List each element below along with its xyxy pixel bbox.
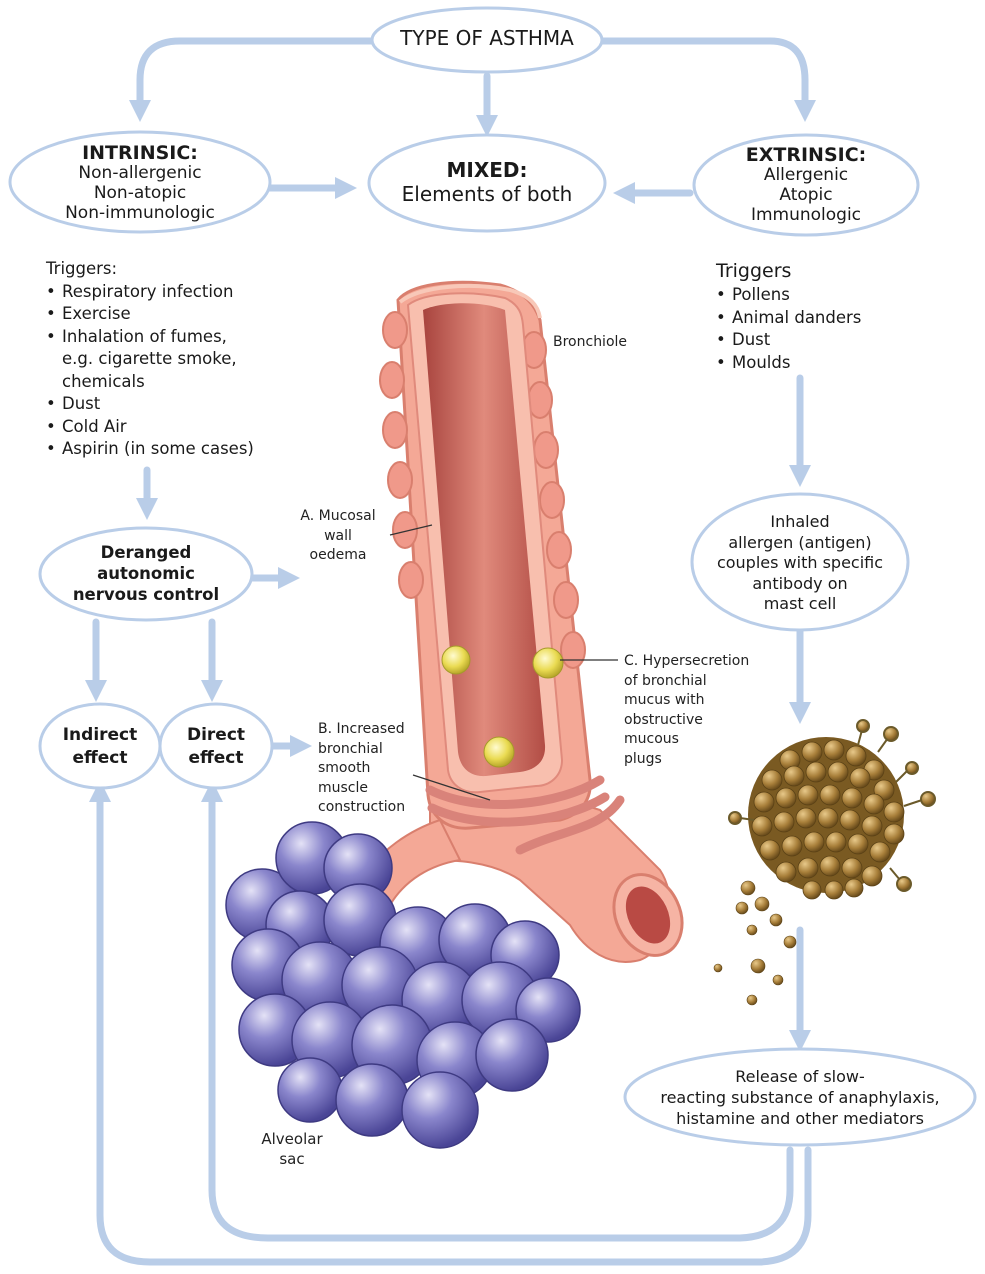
trigger-item: Dust xyxy=(46,393,306,416)
release-line: histamine and other mediators xyxy=(628,1108,972,1129)
type-of-asthma-title: TYPE OF ASTHMA xyxy=(400,26,574,50)
indirect-box: Indirect effect xyxy=(42,724,158,770)
hypersecretion-label-line: mucus with xyxy=(624,691,794,711)
trigger-item: Inhalation of fumes, xyxy=(46,326,306,349)
direct-line: Direct xyxy=(160,724,272,747)
release-line: reacting substance of anaphylaxis, xyxy=(628,1087,972,1108)
intrinsic-heading: INTRINSIC: xyxy=(10,143,270,163)
extrinsic-triggers: Triggers Pollens Animal danders Dust Mou… xyxy=(716,258,916,374)
extrinsic-triggers-heading: Triggers xyxy=(716,258,916,284)
hypersecretion-label-line: obstructive xyxy=(624,711,794,731)
alveolar-label-line: sac xyxy=(252,1150,332,1170)
hypersecretion-label-line: of bronchial xyxy=(624,672,794,692)
trigger-item: Pollens xyxy=(716,284,916,307)
mixed-heading: MIXED: xyxy=(370,158,604,182)
intrinsic-line: Non-atopic xyxy=(10,183,270,203)
trigger-item: Respiratory infection xyxy=(46,281,306,304)
bronchiole-illustration xyxy=(360,282,695,966)
alveolar-label: Alveolar sac xyxy=(252,1130,332,1169)
hypersecretion-label: C. Hypersecretion of bronchial mucus wit… xyxy=(624,652,794,769)
deranged-line: autonomic xyxy=(44,563,248,584)
alveolar-label-line: Alveolar xyxy=(252,1130,332,1150)
mucosal-label-line: A. Mucosal xyxy=(288,507,388,527)
inhaled-line: allergen (antigen) xyxy=(694,533,906,554)
increased-label-line: bronchial xyxy=(318,740,438,760)
extrinsic-heading: EXTRINSIC: xyxy=(694,145,918,165)
intrinsic-line: Non-allergenic xyxy=(10,163,270,183)
deranged-line: nervous control xyxy=(44,584,248,605)
intrinsic-triggers: Triggers: Respiratory infection Exercise… xyxy=(46,258,306,461)
hypersecretion-label-line: C. Hypersecretion xyxy=(624,652,794,672)
inhaled-line: mast cell xyxy=(694,594,906,615)
bronchiole-label: Bronchiole xyxy=(553,333,627,353)
indirect-line: Indirect xyxy=(42,724,158,747)
inhaled-line: antibody on xyxy=(694,574,906,595)
direct-box: Direct effect xyxy=(160,724,272,770)
trigger-item-continuation: e.g. cigarette smoke, xyxy=(46,348,306,371)
release-line: Release of slow- xyxy=(628,1066,972,1087)
hypersecretion-label-line: plugs xyxy=(624,750,794,770)
extrinsic-line: Immunologic xyxy=(694,205,918,225)
mucosal-label-line: wall xyxy=(288,527,388,547)
intrinsic-box: INTRINSIC: Non-allergenic Non-atopic Non… xyxy=(10,143,270,223)
deranged-box: Deranged autonomic nervous control xyxy=(44,542,248,605)
top-oval-title: TYPE OF ASTHMA xyxy=(372,27,602,50)
release-box: Release of slow- reacting substance of a… xyxy=(628,1066,972,1129)
trigger-item: Dust xyxy=(716,329,916,352)
trigger-item: Cold Air xyxy=(46,416,306,439)
intrinsic-line: Non-immunologic xyxy=(10,203,270,223)
trigger-item-continuation: chemicals xyxy=(46,371,306,394)
inhaled-line: couples with specific xyxy=(694,553,906,574)
increased-label-line: muscle xyxy=(318,779,438,799)
increased-label-line: B. Increased xyxy=(318,720,438,740)
indirect-line: effect xyxy=(42,747,158,770)
extrinsic-box: EXTRINSIC: Allergenic Atopic Immunologic xyxy=(694,145,918,225)
extrinsic-line: Allergenic xyxy=(694,165,918,185)
mucus-plug xyxy=(533,648,563,678)
intrinsic-triggers-heading: Triggers: xyxy=(46,258,306,281)
increased-label: B. Increased bronchial smooth muscle con… xyxy=(318,720,438,818)
inhaled-line: Inhaled xyxy=(694,512,906,533)
deranged-line: Deranged xyxy=(44,542,248,563)
extrinsic-line: Atopic xyxy=(694,185,918,205)
mucosal-label: A. Mucosal wall oedema xyxy=(288,507,388,566)
trigger-item: Moulds xyxy=(716,352,916,375)
hypersecretion-label-line: mucous xyxy=(624,730,794,750)
mucosal-label-line: oedema xyxy=(288,546,388,566)
trigger-item: Animal danders xyxy=(716,307,916,330)
trigger-item: Aspirin (in some cases) xyxy=(46,438,306,461)
inhaled-box: Inhaled allergen (antigen) couples with … xyxy=(694,512,906,615)
trigger-item: Exercise xyxy=(46,303,306,326)
mucus-plug xyxy=(442,646,470,674)
increased-label-line: smooth xyxy=(318,759,438,779)
direct-line: effect xyxy=(160,747,272,770)
increased-label-line: construction xyxy=(318,798,438,818)
mixed-box: MIXED: Elements of both xyxy=(370,158,604,206)
mucus-plug xyxy=(484,737,514,767)
mixed-line: Elements of both xyxy=(370,182,604,206)
